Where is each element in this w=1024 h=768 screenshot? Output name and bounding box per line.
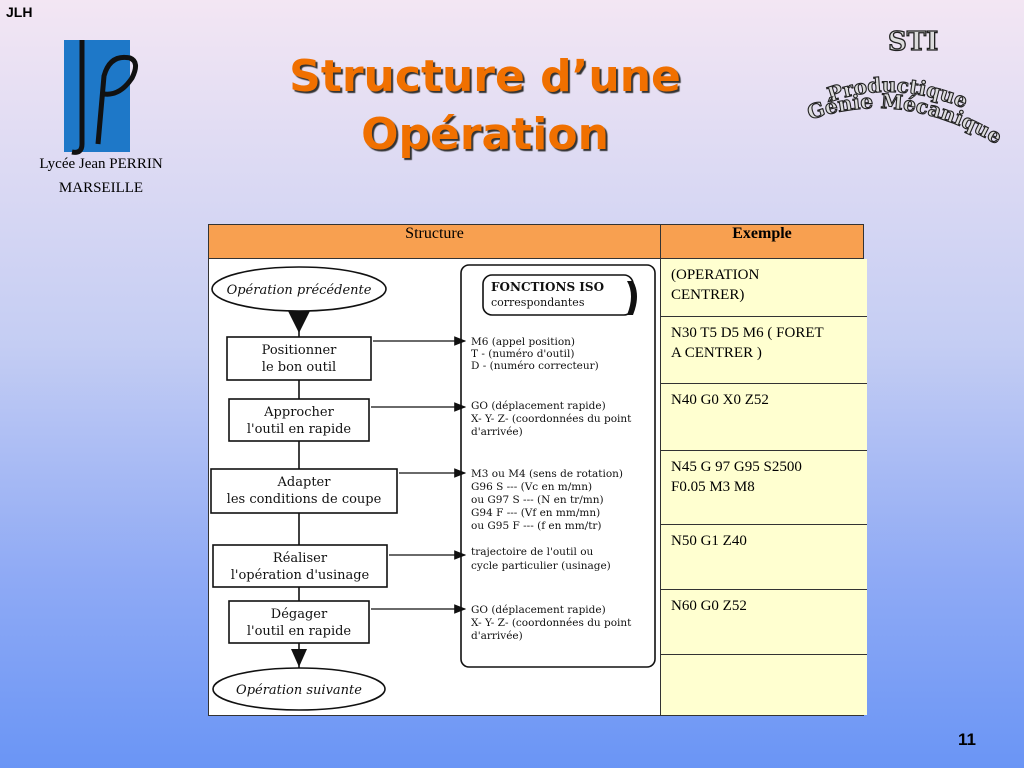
school-name: Lycée Jean PERRIN bbox=[39, 156, 163, 172]
iso-text: cycle particulier (usinage) bbox=[471, 560, 611, 572]
step-label: Dégager bbox=[271, 607, 328, 622]
iso-text: GO (déplacement rapide) bbox=[471, 400, 606, 412]
example-line: A CENTRER ) bbox=[671, 345, 762, 361]
step-label: l'opération d'usinage bbox=[231, 568, 370, 583]
step-box-approcher bbox=[228, 398, 370, 442]
iso-title-2: correspondantes bbox=[491, 296, 585, 309]
sti-logo-bottom: Génie Mécanique bbox=[804, 88, 1007, 149]
iso-text: G94 F --- (Vf en mm/mn) bbox=[471, 507, 600, 519]
step-label: Réaliser bbox=[273, 551, 328, 566]
step-label: le bon outil bbox=[262, 360, 336, 375]
iso-text: G96 S --- (Vc en m/mn) bbox=[471, 481, 592, 493]
example-cell-empty bbox=[661, 655, 867, 715]
iso-text: D - (numéro correcteur) bbox=[471, 360, 599, 372]
iso-text: d'arrivée) bbox=[471, 426, 523, 438]
example-line: N60 G0 Z52 bbox=[671, 598, 747, 614]
example-line: CENTRER) bbox=[671, 287, 745, 303]
iso-text: T - (numéro d'outil) bbox=[471, 348, 574, 360]
end-oval bbox=[212, 667, 386, 711]
iso-text: M3 ou M4 (sens de rotation) bbox=[471, 468, 623, 480]
iso-text: d'arrivée) bbox=[471, 630, 523, 642]
example-cell: (OPERATION CENTRER) bbox=[661, 259, 867, 317]
step-label: Adapter bbox=[277, 475, 332, 490]
example-line: (OPERATION bbox=[671, 267, 760, 283]
start-label: Opération précédente bbox=[227, 283, 372, 298]
step-label: les conditions de coupe bbox=[227, 492, 382, 507]
end-label: Opération suivante bbox=[236, 683, 362, 698]
example-line: N30 T5 D5 M6 ( FORET bbox=[671, 325, 824, 341]
school-logo bbox=[64, 40, 138, 155]
step-label: l'outil en rapide bbox=[247, 624, 352, 639]
iso-text: M6 (appel position) bbox=[471, 336, 575, 348]
step-label: Approcher bbox=[263, 405, 334, 420]
slide-title: Structure d’une Opération bbox=[250, 48, 720, 164]
page-number: 11 bbox=[958, 730, 976, 749]
step-box-realiser bbox=[212, 544, 388, 588]
structure-diagram-cell: Opération précédente Positionner le bon … bbox=[209, 259, 661, 715]
example-line: N50 G1 Z40 bbox=[671, 533, 747, 549]
down-arrow-icon bbox=[288, 311, 310, 333]
down-arrow-icon bbox=[291, 649, 307, 667]
example-cell: N40 G0 X0 Z52 bbox=[661, 384, 867, 451]
iso-text: trajectoire de l'outil ou bbox=[471, 546, 594, 558]
iso-title-shadow bbox=[627, 281, 637, 315]
svg-text:Génie Mécanique: Génie Mécanique bbox=[804, 89, 1006, 149]
step-label: l'outil en rapide bbox=[247, 422, 352, 437]
iso-text: GO (déplacement rapide) bbox=[471, 604, 606, 616]
step-box-adapter bbox=[210, 468, 398, 514]
example-line: N45 G 97 G95 S2500 bbox=[671, 459, 802, 475]
step-label: Positionner bbox=[262, 343, 338, 358]
logo-letter-p bbox=[95, 54, 138, 145]
iso-text: ou G97 S --- (N en tr/mn) bbox=[471, 494, 604, 506]
example-line: N40 G0 X0 Z52 bbox=[671, 392, 769, 408]
example-cell: N50 G1 Z40 bbox=[661, 525, 867, 590]
structure-table: Structure Exemple Opération précédente P… bbox=[208, 224, 867, 716]
example-cell: N45 G 97 G95 S2500 F0.05 M3 M8 bbox=[661, 451, 867, 525]
iso-title-1: FONCTIONS ISO bbox=[491, 280, 604, 294]
slide-title-line2: Opération bbox=[361, 109, 609, 160]
example-cell: N60 G0 Z52 bbox=[661, 590, 867, 655]
example-cell: N30 T5 D5 M6 ( FORET A CENTRER ) bbox=[661, 317, 867, 384]
author-initials: JLH bbox=[6, 4, 33, 20]
sti-logo: STI Productique Génie Mécanique bbox=[804, 26, 1007, 149]
iso-functions-box bbox=[460, 264, 656, 668]
iso-text: ou G95 F --- (f en mm/tr) bbox=[471, 520, 602, 532]
iso-text: X- Y- Z- (coordonnées du point bbox=[471, 413, 632, 425]
slide-title-line1: Structure d’une bbox=[289, 51, 681, 102]
school-city: MARSEILLE bbox=[58, 180, 144, 196]
column-header-structure: Structure bbox=[209, 225, 661, 259]
iso-text: X- Y- Z- (coordonnées du point bbox=[471, 617, 632, 629]
column-header-exemple: Exemple bbox=[661, 225, 863, 259]
example-line: F0.05 M3 M8 bbox=[671, 479, 755, 495]
sti-logo-top: STI bbox=[888, 27, 938, 57]
step-box-positionner bbox=[226, 336, 372, 381]
step-box-degager bbox=[228, 600, 370, 644]
operation-flowchart: Opération précédente Positionner le bon … bbox=[210, 264, 656, 711]
logo-letter-j bbox=[71, 40, 85, 155]
